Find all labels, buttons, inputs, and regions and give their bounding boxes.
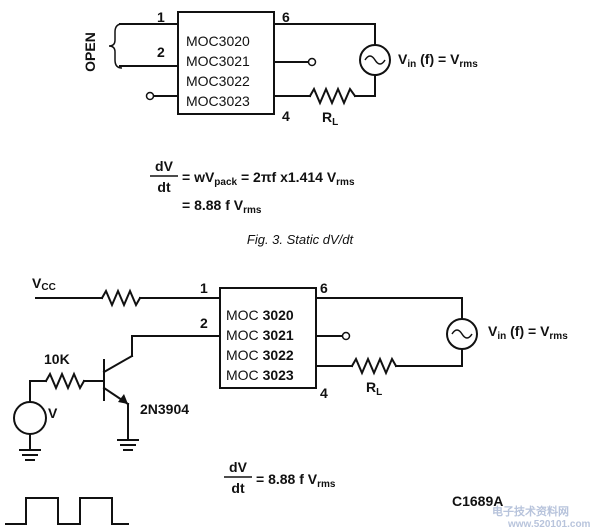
watermark-text: 电子技术资料网	[492, 504, 569, 518]
eq4-denominator: dt	[231, 480, 245, 496]
watermark-url: www.520101.com	[507, 519, 591, 530]
open-label: OPEN	[82, 32, 98, 72]
sine-icon	[451, 329, 473, 339]
eq1-numerator: dV	[155, 158, 174, 174]
resistor-10k-label: 10K	[44, 351, 70, 367]
eq1-denominator: dt	[157, 179, 171, 195]
pin-6-label-2: 6	[320, 280, 328, 296]
ground-icon	[117, 439, 139, 451]
pin-4-label: 4	[282, 108, 290, 124]
pin-6-label: 6	[282, 9, 290, 25]
terminal-right	[307, 57, 317, 67]
rl-label-1: RL	[322, 109, 338, 128]
pin-4-label-2: 4	[320, 385, 328, 401]
chip-line-4: MOC3023	[186, 93, 250, 109]
rl-label-2: RL	[366, 379, 382, 398]
rl-resistor-2	[350, 356, 398, 376]
emitter-arrow-icon	[118, 394, 128, 404]
sine-icon	[364, 55, 386, 65]
eq4-rhs: = 8.88 f Vrms	[256, 471, 336, 490]
eq1-rhs: = wVpack = 2πf x1.414 Vrms	[182, 169, 355, 188]
figure-4-equation: dV dt = 8.88 f Vrms	[224, 459, 336, 496]
terminal-right-2	[341, 331, 351, 341]
moc302x-chip	[177, 11, 275, 115]
chip2-line-2: MOC 3021	[226, 327, 294, 343]
transistor-collector	[102, 354, 134, 374]
eq4-numerator: dV	[229, 459, 248, 475]
voltage-source-v	[13, 401, 47, 435]
vin-label-1: Vin (f) = Vrms	[398, 51, 478, 70]
open-brace	[108, 23, 123, 69]
chip2-line-4: MOC 3023	[226, 367, 294, 383]
figure-id: C1689A	[452, 493, 503, 509]
chip2-line-1: MOC 3020	[226, 307, 294, 323]
vin-label-2: Vin (f) = Vrms	[488, 323, 568, 342]
eq2: = 8.88 f Vrms	[182, 197, 262, 216]
pin-2-label-2: 2	[200, 315, 208, 331]
figure-4-circuit: VCC 1 2 6 4 MOC 3020 MOC 3021 MOC 3022 M…	[13, 275, 568, 461]
figure-3-equation: dV dt = wVpack = 2πf x1.414 Vrms = 8.88 …	[150, 158, 355, 216]
pin-2-label: 2	[157, 44, 165, 60]
base-resistor-10k	[44, 371, 86, 391]
vcc-resistor	[100, 288, 142, 308]
terminal-left	[145, 91, 155, 101]
chip-line-1: MOC3020	[186, 33, 250, 49]
rl-resistor-1	[308, 86, 357, 106]
chip-line-2: MOC3021	[186, 53, 250, 69]
figure-caption: Fig. 3. Static dV/dt	[247, 232, 355, 247]
source-v-label: V	[48, 405, 58, 421]
moc302x-chip-2	[219, 287, 317, 389]
ground-icon	[19, 449, 41, 461]
transistor-label: 2N3904	[140, 401, 189, 417]
chip2-line-3: MOC 3022	[226, 347, 294, 363]
pin-1-label-2: 1	[200, 280, 208, 296]
figure-3-circuit: OPEN 1 2 6 4 MOC3020 MOC3021 MOC3022 MOC…	[82, 9, 478, 128]
square-wave-icon	[5, 497, 129, 525]
chip-line-3: MOC3022	[186, 73, 250, 89]
pin-1-label: 1	[157, 9, 165, 25]
vcc-label: VCC	[32, 275, 56, 293]
